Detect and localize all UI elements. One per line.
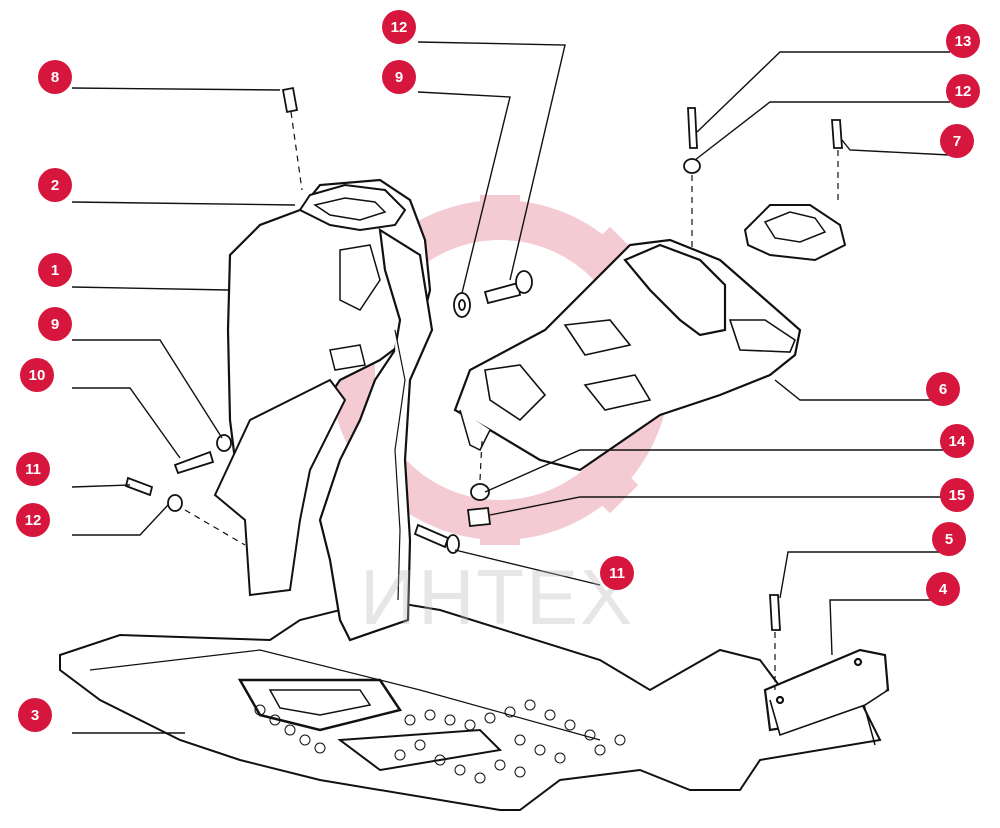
callout-11-left: 11 — [16, 452, 50, 486]
assembly-guide-lines — [184, 111, 839, 690]
callout-12-top: 12 — [382, 10, 416, 44]
callout-10: 10 — [20, 358, 54, 392]
callout-2: 2 — [38, 168, 72, 202]
callout-15: 15 — [940, 478, 974, 512]
callout-13: 13 — [946, 24, 980, 58]
callout-1: 1 — [38, 253, 72, 287]
watermark-text: ИНТЕХ — [360, 553, 635, 641]
fasteners — [124, 86, 843, 631]
callout-3: 3 — [18, 698, 52, 732]
callout-14: 14 — [940, 424, 974, 458]
callout-11-center: 11 — [600, 556, 634, 590]
callout-8: 8 — [38, 60, 72, 94]
pad-part-7 — [743, 204, 847, 262]
leader-lines — [71, 41, 951, 734]
floor-plate-perforations — [254, 699, 626, 784]
callout-5: 5 — [932, 522, 966, 556]
callout-9-left: 9 — [38, 307, 72, 341]
callout-12-left: 12 — [16, 503, 50, 537]
side-bracket — [318, 227, 434, 642]
callout-9-top: 9 — [382, 60, 416, 94]
callout-12-right: 12 — [946, 74, 980, 108]
lower-shell — [213, 378, 347, 597]
callout-6: 6 — [926, 372, 960, 406]
callout-4: 4 — [926, 572, 960, 606]
platform-part-6 — [453, 238, 802, 472]
callout-7: 7 — [940, 124, 974, 158]
mount-bracket-part-4 — [763, 648, 890, 737]
